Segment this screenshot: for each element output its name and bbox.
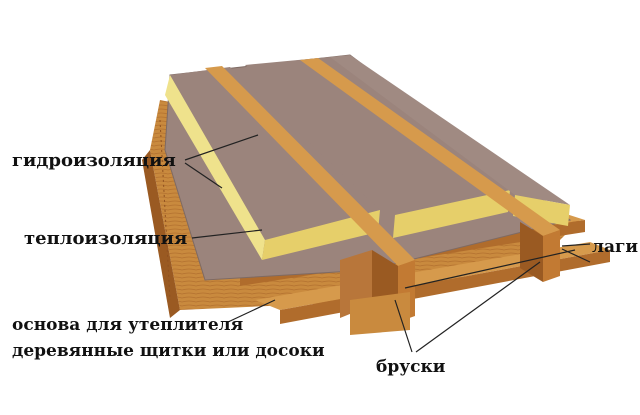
label-base-line2: деревянные щитки или досоки: [12, 341, 325, 361]
label-insulation: теплоизоляция: [24, 228, 188, 249]
bars: [205, 58, 560, 335]
insulation-slabs: [165, 55, 570, 260]
leader-bars-2: [415, 261, 541, 353]
leader-waterproofing-2: [184, 162, 223, 189]
leader-joists-1: [561, 243, 591, 247]
leader-bars-1: [394, 299, 413, 353]
label-bars: бруски: [376, 357, 446, 377]
leader-lines: [184, 134, 591, 353]
label-base-line1: основа для утеплителя: [12, 315, 244, 335]
label-joists: лаги: [592, 237, 639, 257]
leader-joists-2: [561, 248, 591, 263]
label-waterproofing: гидроизоляция: [12, 150, 176, 171]
leader-waterproofing: [184, 134, 259, 161]
leader-insulation: [191, 229, 263, 239]
leader-bars-3: [404, 249, 576, 289]
leader-base: [227, 299, 276, 323]
